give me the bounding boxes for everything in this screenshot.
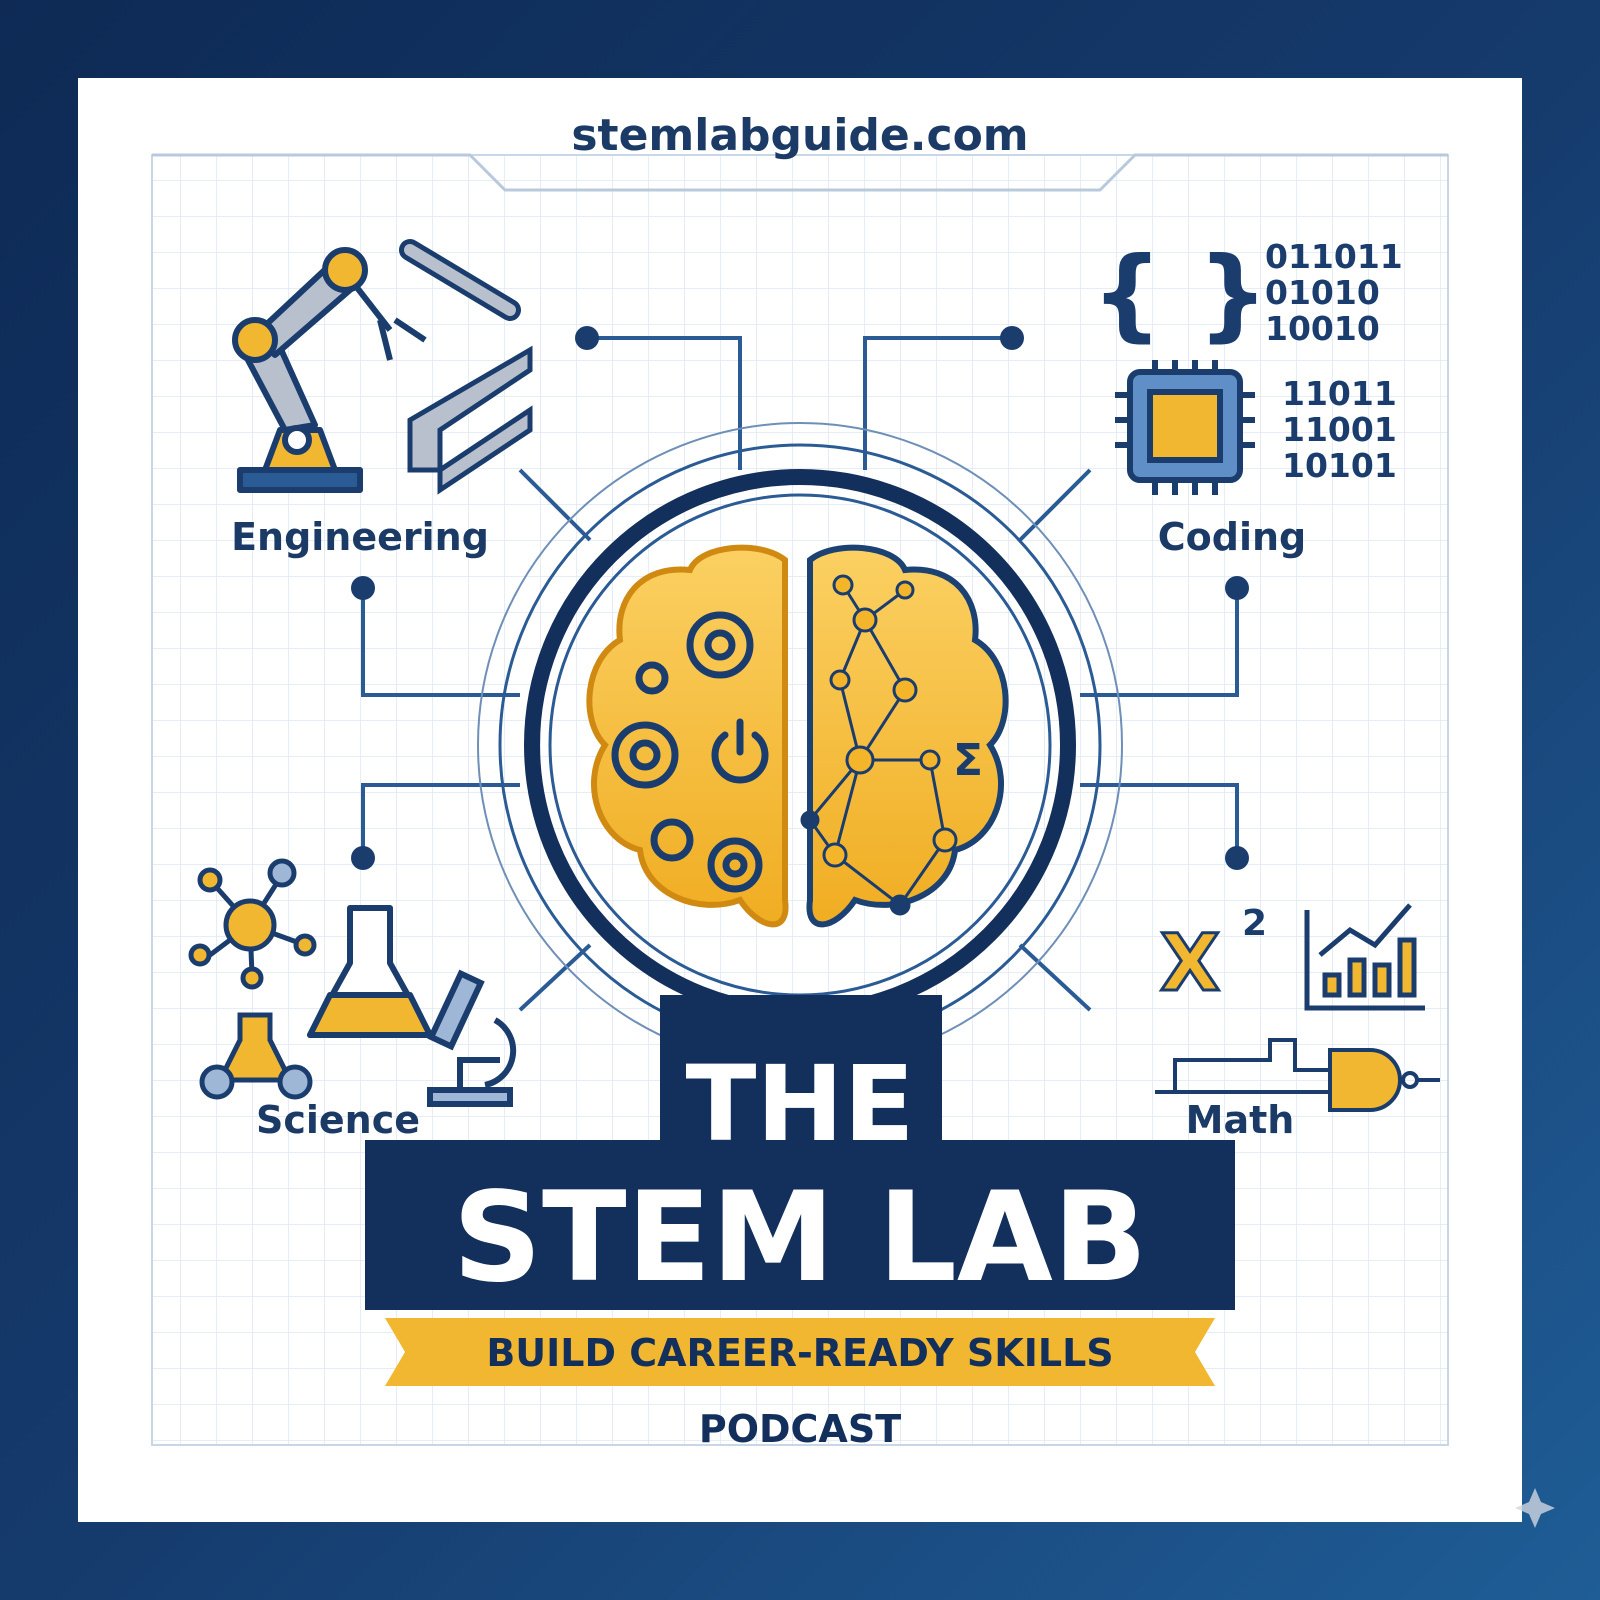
label-coding: Coding bbox=[1158, 515, 1306, 559]
molecule-icon bbox=[188, 858, 317, 990]
title-box-the bbox=[660, 995, 942, 1145]
x-squared-base: X bbox=[1160, 919, 1220, 1009]
bar-chart-icon bbox=[1304, 903, 1425, 1011]
sparkle-icon bbox=[1515, 1488, 1555, 1528]
binary-code-chip: 11011 11001 10101 bbox=[1282, 374, 1397, 485]
svg-text:01010: 01010 bbox=[1265, 273, 1380, 312]
site-url: stemlabguide.com bbox=[571, 110, 1028, 161]
label-science: Science bbox=[256, 1098, 420, 1142]
title-stem-lab: STEM LAB bbox=[453, 1166, 1148, 1310]
gear-icons bbox=[611, 611, 763, 893]
microscope-icon bbox=[427, 969, 517, 1107]
sigma-symbol: Σ bbox=[953, 735, 983, 786]
title-box-stem-lab bbox=[365, 1140, 1235, 1310]
binary-code-top: 011011 01010 10010 bbox=[1265, 237, 1403, 348]
svg-text:011011: 011011 bbox=[1265, 237, 1403, 276]
power-icon bbox=[711, 718, 769, 784]
steel-beam-icon bbox=[407, 345, 533, 495]
lab-flask-molecule-icon bbox=[199, 1012, 313, 1100]
svg-text:10010: 10010 bbox=[1265, 309, 1380, 348]
robot-arm-icon bbox=[232, 247, 427, 493]
subtitle-podcast: PODCAST bbox=[699, 1407, 901, 1451]
brain-icon: Σ bbox=[586, 544, 1009, 928]
flask-icon bbox=[307, 905, 433, 1038]
svg-text:10101: 10101 bbox=[1282, 446, 1397, 485]
curly-braces-icon: { } bbox=[1091, 235, 1268, 352]
title-the: THE bbox=[685, 1043, 914, 1165]
network-icon bbox=[800, 574, 958, 916]
tagline-ribbon bbox=[385, 1318, 1215, 1386]
tagline: BUILD CAREER-READY SKILLS bbox=[486, 1331, 1113, 1375]
label-engineering: Engineering bbox=[231, 515, 489, 559]
circuit-lines bbox=[361, 336, 1239, 1012]
x-squared-exponent: 2 bbox=[1242, 903, 1267, 944]
microchip-icon bbox=[1115, 360, 1255, 495]
logic-gate-icon bbox=[1155, 1038, 1440, 1112]
svg-text:11011: 11011 bbox=[1282, 374, 1397, 413]
label-math: Math bbox=[1186, 1098, 1295, 1142]
svg-text:11001: 11001 bbox=[1282, 410, 1397, 449]
